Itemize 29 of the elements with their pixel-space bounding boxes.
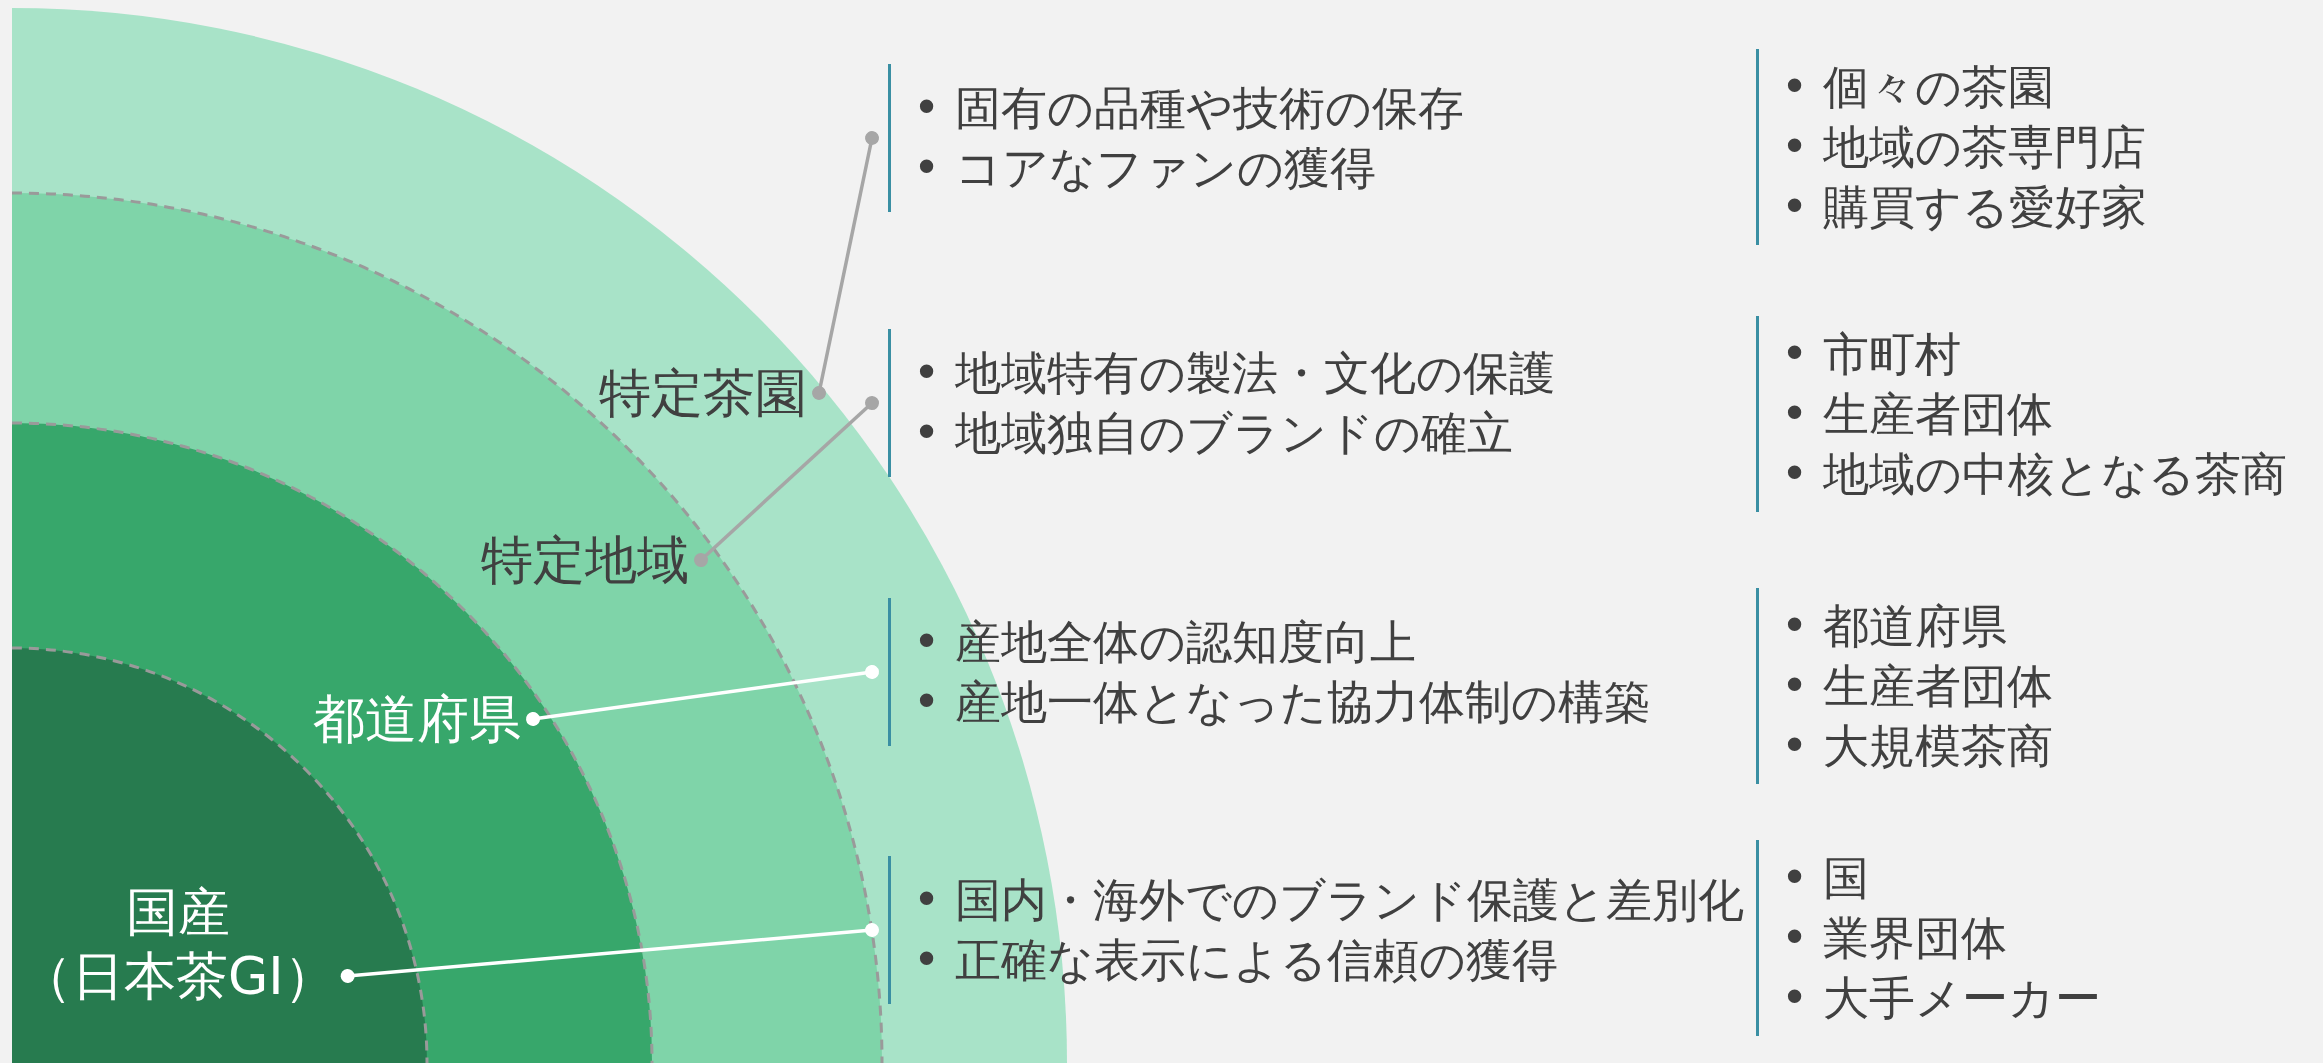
ring-label: 特定地域 xyxy=(481,529,689,592)
list-item: • 生産者団体 xyxy=(1781,658,2053,715)
list-item: • コアなファンの獲得 xyxy=(913,140,1377,197)
list-item: • 地域の中核となる茶商 xyxy=(1781,446,2287,503)
ring-label: 国産（日本茶GI） xyxy=(20,881,336,1008)
list-item: • 地域独自のブランドの確立 xyxy=(913,405,1514,462)
list-item: • 地域の茶専門店 xyxy=(1781,119,2147,176)
list-item: • 正確な表示による信頼の獲得 xyxy=(913,932,1559,989)
ring-label: 特定茶園 xyxy=(599,362,807,425)
ring-label: 都道府県 xyxy=(313,688,521,751)
list-item: • 都道府県 xyxy=(1781,598,2008,655)
list-item: • 市町村 xyxy=(1781,326,1962,383)
leader-line xyxy=(340,923,879,983)
list-item: • 大手メーカー xyxy=(1781,970,2101,1027)
leader-line xyxy=(694,396,879,567)
list-item: • 国 xyxy=(1781,850,1870,907)
list-item: • 国内・海外でのブランド保護と差別化 xyxy=(913,872,1744,929)
list-item: • 業界団体 xyxy=(1781,910,2008,967)
list-item: • 固有の品種や技術の保存 xyxy=(913,80,1464,137)
list-item: • 大規模茶商 xyxy=(1781,718,2053,775)
list-item: • 地域特有の製法・文化の保護 xyxy=(913,345,1555,402)
list-item: • 生産者団体 xyxy=(1781,386,2054,443)
leader-line xyxy=(526,665,879,726)
list-item: • 購買する愛好家 xyxy=(1781,179,2147,236)
leader-line xyxy=(812,131,879,400)
quarter-ring xyxy=(12,193,882,1063)
list-item: • 産地全体の認知度向上 xyxy=(913,614,1417,671)
list-item: • 産地一体となった協力体制の構築 xyxy=(913,674,1650,731)
list-item: • 個々の茶園 xyxy=(1781,59,2055,116)
